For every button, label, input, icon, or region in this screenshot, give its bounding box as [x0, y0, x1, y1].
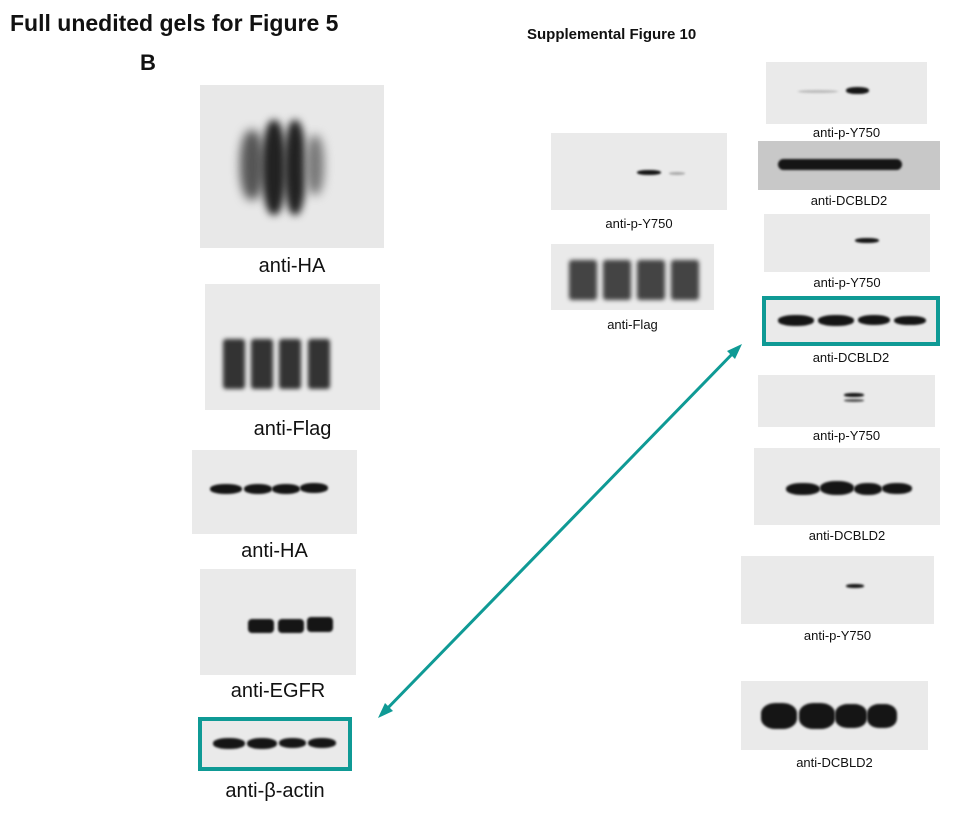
band — [278, 619, 304, 633]
band — [778, 315, 814, 326]
band — [798, 90, 838, 93]
gel-label: anti-p-Y750 — [812, 125, 881, 140]
gel-anti-flag — [205, 284, 380, 410]
band — [882, 483, 912, 494]
band — [262, 120, 286, 215]
band — [786, 483, 820, 495]
gel-label: anti-DCBLD2 — [808, 528, 886, 543]
gel-label: anti-DCBLD2 — [812, 350, 890, 365]
band — [844, 393, 864, 397]
gel-anti-beta-actin — [198, 717, 352, 771]
gel-label: anti-p-Y750 — [803, 628, 872, 643]
band — [247, 738, 277, 749]
band — [240, 130, 264, 200]
band — [846, 584, 864, 588]
gel-label: anti-DCBLD2 — [810, 193, 888, 208]
band — [284, 120, 306, 215]
gel-label: anti-p-Y750 — [813, 275, 881, 290]
gel-label: anti-HA — [241, 540, 308, 562]
gel-anti-p-y750 — [758, 375, 935, 427]
highlight-box — [198, 717, 352, 771]
band — [308, 339, 330, 389]
band — [248, 619, 274, 633]
band — [279, 738, 306, 748]
panel-letter: B — [140, 50, 156, 75]
band — [669, 172, 685, 175]
band — [272, 484, 300, 494]
band — [244, 484, 272, 494]
band — [835, 704, 867, 728]
band — [671, 260, 699, 300]
supplemental-title: Supplemental Figure 10 — [527, 26, 697, 43]
band — [799, 703, 835, 729]
gel-label: anti-EGFR — [230, 680, 326, 702]
gel-anti-egfr — [200, 569, 356, 675]
gel-anti-p-y750 — [551, 133, 727, 210]
band — [761, 703, 797, 729]
gel-label: anti-Flag — [253, 418, 332, 440]
gel-anti-dcbld2 — [758, 141, 940, 190]
gel-anti-p-y750 — [741, 556, 934, 624]
gel-anti-dcbld2 — [762, 296, 940, 346]
band — [637, 170, 661, 175]
gel-anti-dcbld2 — [754, 448, 940, 525]
highlight-box — [762, 296, 940, 346]
band — [308, 738, 336, 748]
band — [818, 315, 854, 326]
band — [223, 339, 245, 389]
band — [213, 738, 245, 749]
band — [251, 339, 273, 389]
gel-anti-dcbld2 — [741, 681, 928, 750]
band — [778, 159, 902, 170]
band — [637, 260, 665, 300]
gel-anti-ha — [192, 450, 357, 534]
gel-label: anti-Flag — [607, 317, 658, 332]
gel-anti-p-y750 — [764, 214, 930, 272]
band — [307, 617, 333, 632]
band — [846, 87, 869, 94]
gel-label: anti-β-actin — [225, 780, 325, 802]
gel-anti-p-y750 — [766, 62, 927, 124]
band — [894, 316, 926, 325]
gel-label: anti-DCBLD2 — [796, 755, 873, 770]
band — [844, 399, 864, 402]
gel-anti-ha-smear — [200, 85, 384, 248]
band — [858, 315, 890, 325]
band — [855, 238, 879, 243]
gel-label: anti-p-Y750 — [812, 428, 881, 443]
band — [867, 704, 897, 728]
band — [279, 339, 301, 389]
gel-label: anti-HA — [258, 255, 326, 277]
band — [300, 483, 328, 493]
page-heading: Full unedited gels for Figure 5 — [10, 10, 339, 36]
band — [306, 135, 324, 195]
band — [603, 260, 631, 300]
gel-label: anti-p-Y750 — [605, 216, 673, 231]
band — [854, 483, 882, 495]
gel-anti-flag — [551, 244, 714, 310]
band — [210, 484, 242, 494]
band — [569, 260, 597, 300]
band — [820, 481, 854, 495]
